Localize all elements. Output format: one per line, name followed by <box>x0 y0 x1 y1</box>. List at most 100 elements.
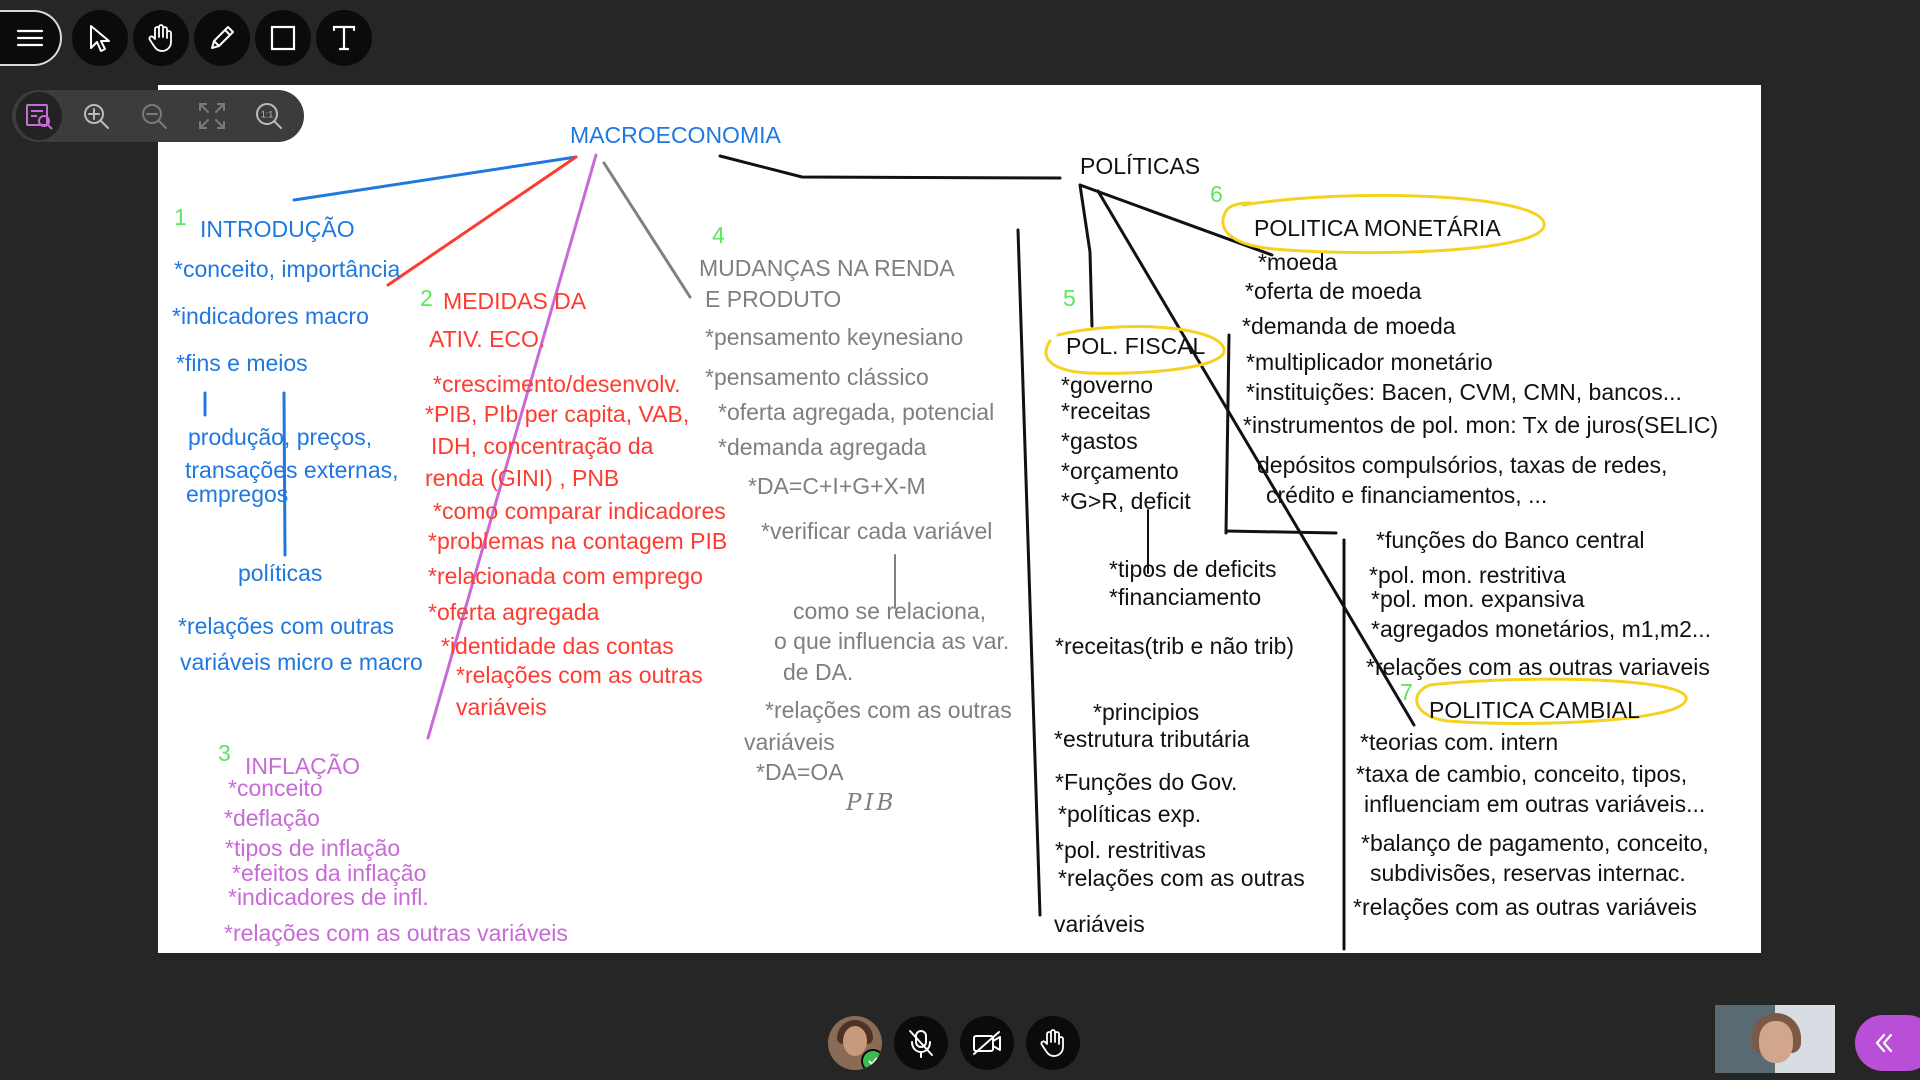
intro-title: INTRODUÇÃO <box>200 216 355 242</box>
cambial-item: *taxa de cambio, conceito, tipos, <box>1356 761 1688 787</box>
menu-button[interactable] <box>0 10 62 66</box>
intro-item: empregos <box>186 481 289 507</box>
section-number: 4 <box>712 222 725 248</box>
monetaria-item: *agregados monetários, m1,m2... <box>1371 616 1712 642</box>
section-number: 1 <box>174 204 187 230</box>
zoom-out-button[interactable] <box>131 92 177 140</box>
cambial-item: *teorias com. intern <box>1360 729 1559 755</box>
fiscal-item: *G>R, deficit <box>1061 488 1191 514</box>
line-fiscal <box>1078 183 1094 328</box>
mudancas-item: variáveis <box>744 729 835 755</box>
line-monetaria <box>1078 183 1274 257</box>
microphone-button[interactable] <box>894 1016 948 1070</box>
fiscal-item: *estrutura tributária <box>1054 726 1250 752</box>
fiscal-item: variáveis <box>1054 911 1145 937</box>
participant-avatar[interactable] <box>828 1016 882 1070</box>
inflacao-item: *efeitos da inflação <box>232 860 427 886</box>
mudancas-item: *pensamento keynesiano <box>705 324 964 350</box>
zoom-out-icon <box>141 104 167 129</box>
fit-screen-icon <box>198 103 225 129</box>
mudancas-item: *relações com as outras <box>765 697 1012 723</box>
camera-off-icon <box>973 1031 1001 1055</box>
inflacao-item: *indicadores de infl. <box>228 884 429 910</box>
fiscal-item: *Funções do Gov. <box>1055 769 1238 795</box>
shape-icon <box>270 25 296 51</box>
fiscal-item: *financiamento <box>1109 584 1262 610</box>
raise-hand-icon <box>1040 1029 1064 1057</box>
double-chevron-left-icon <box>1875 1033 1893 1053</box>
text-tool-button[interactable] <box>316 10 372 66</box>
separator-mid <box>1224 333 1231 535</box>
fit-screen-button[interactable] <box>189 92 235 140</box>
pointer-icon <box>90 25 110 52</box>
handwritten-pib: PIB <box>846 790 897 816</box>
monetaria-item: *instituições: Bacen, CVM, CMN, bancos..… <box>1246 379 1682 405</box>
pencil-icon <box>211 26 234 49</box>
monetaria-item: depósitos compulsórios, taxas de redes, <box>1257 452 1668 478</box>
fiscal-item: *governo <box>1061 372 1154 398</box>
select-tool-button[interactable] <box>72 10 128 66</box>
monetaria-item: *oferta de moeda <box>1245 278 1422 304</box>
shape-tool-button[interactable] <box>255 10 311 66</box>
mudancas-item: *DA=C+I+G+X-M <box>748 473 926 499</box>
connected-check-icon <box>861 1049 882 1070</box>
open-side-panel-button[interactable] <box>1855 1015 1920 1071</box>
intro-item: políticas <box>238 560 323 586</box>
actual-size-button[interactable]: 1:1 <box>246 92 292 140</box>
mudancas-item: *oferta agregada, potencial <box>718 399 995 425</box>
medidas-item: variáveis <box>456 694 547 720</box>
inflacao-item: *conceito <box>228 775 323 801</box>
medidas-item: *relacionada com emprego <box>428 563 703 589</box>
monetaria-item: *instrumentos de pol. mon: Tx de juros(S… <box>1243 412 1719 438</box>
pencil-tool-button[interactable] <box>194 10 250 66</box>
pan-tool-button[interactable] <box>133 10 189 66</box>
medidas-item: *oferta agregada <box>428 599 600 625</box>
mudancas-item: como se relaciona, <box>793 598 987 624</box>
fiscal-item: *políticas exp. <box>1058 801 1202 827</box>
fiscal-item: *relações com as outras <box>1058 865 1305 891</box>
mind-map-lines <box>203 153 1688 951</box>
fiscal-title: POL. FISCAL <box>1066 333 1206 359</box>
self-video-preview[interactable] <box>1715 1005 1835 1073</box>
line-mudancas <box>602 161 692 299</box>
separator-left <box>1016 228 1042 917</box>
mudancas-item: *pensamento clássico <box>705 364 929 390</box>
session-controls <box>828 1016 1080 1070</box>
intro-item: *indicadores macro <box>172 303 369 329</box>
fiscal-item: *tipos de deficits <box>1109 556 1277 582</box>
section-number: 5 <box>1063 285 1076 311</box>
zoom-toolbar: 1:1 <box>12 90 304 142</box>
raise-hand-button[interactable] <box>1026 1016 1080 1070</box>
whiteboard-zoom-button[interactable] <box>16 92 62 140</box>
cambial-item: influenciam em outras variáveis... <box>1364 791 1706 817</box>
whiteboard-zoom-icon <box>25 104 53 130</box>
intro-item: transações externas, <box>185 457 399 483</box>
svg-text:1:1: 1:1 <box>261 110 274 120</box>
medidas-item: IDH, concentração da <box>431 433 654 459</box>
camera-button[interactable] <box>960 1016 1014 1070</box>
line-intro <box>292 155 578 202</box>
inflacao-item: *tipos de inflação <box>225 835 401 861</box>
politicas-node: POLÍTICAS <box>1080 153 1201 179</box>
map-title: MACROECONOMIA <box>570 122 781 148</box>
section-number: 7 <box>1400 679 1413 705</box>
monetaria-item: *moeda <box>1258 249 1338 275</box>
cambial-item: *relações com as outras variáveis <box>1353 894 1697 920</box>
line-inflacao <box>426 153 598 740</box>
monetaria-item: *relações com as outras variaveis <box>1366 654 1710 680</box>
medidas-item: *relações com as outras <box>456 662 703 688</box>
fiscal-item: *receitas <box>1061 398 1151 424</box>
fiscal-item: *receitas(trib e não trib) <box>1055 633 1295 659</box>
monetaria-item: *pol. mon. expansiva <box>1371 586 1585 612</box>
medidas-item: *crescimento/desenvolv. <box>433 371 681 397</box>
fiscal-item: *principios <box>1093 699 1200 725</box>
intro-item: *fins e meios <box>176 350 308 376</box>
whiteboard-canvas[interactable]: MACROECONOMIA POLÍTICAS 1 INTRODUÇÃO *co… <box>158 85 1761 953</box>
medidas-item: *como comparar indicadores <box>433 498 726 524</box>
zoom-in-button[interactable] <box>74 92 120 140</box>
cambial-item: *balanço de pagamento, conceito, <box>1361 830 1709 856</box>
highlight-monetaria <box>1221 193 1546 255</box>
line-cambial <box>1096 189 1416 727</box>
monetaria-item: crédito e financiamentos, ... <box>1266 482 1548 508</box>
monetaria-title: POLITICA MONETÁRIA <box>1254 215 1501 241</box>
